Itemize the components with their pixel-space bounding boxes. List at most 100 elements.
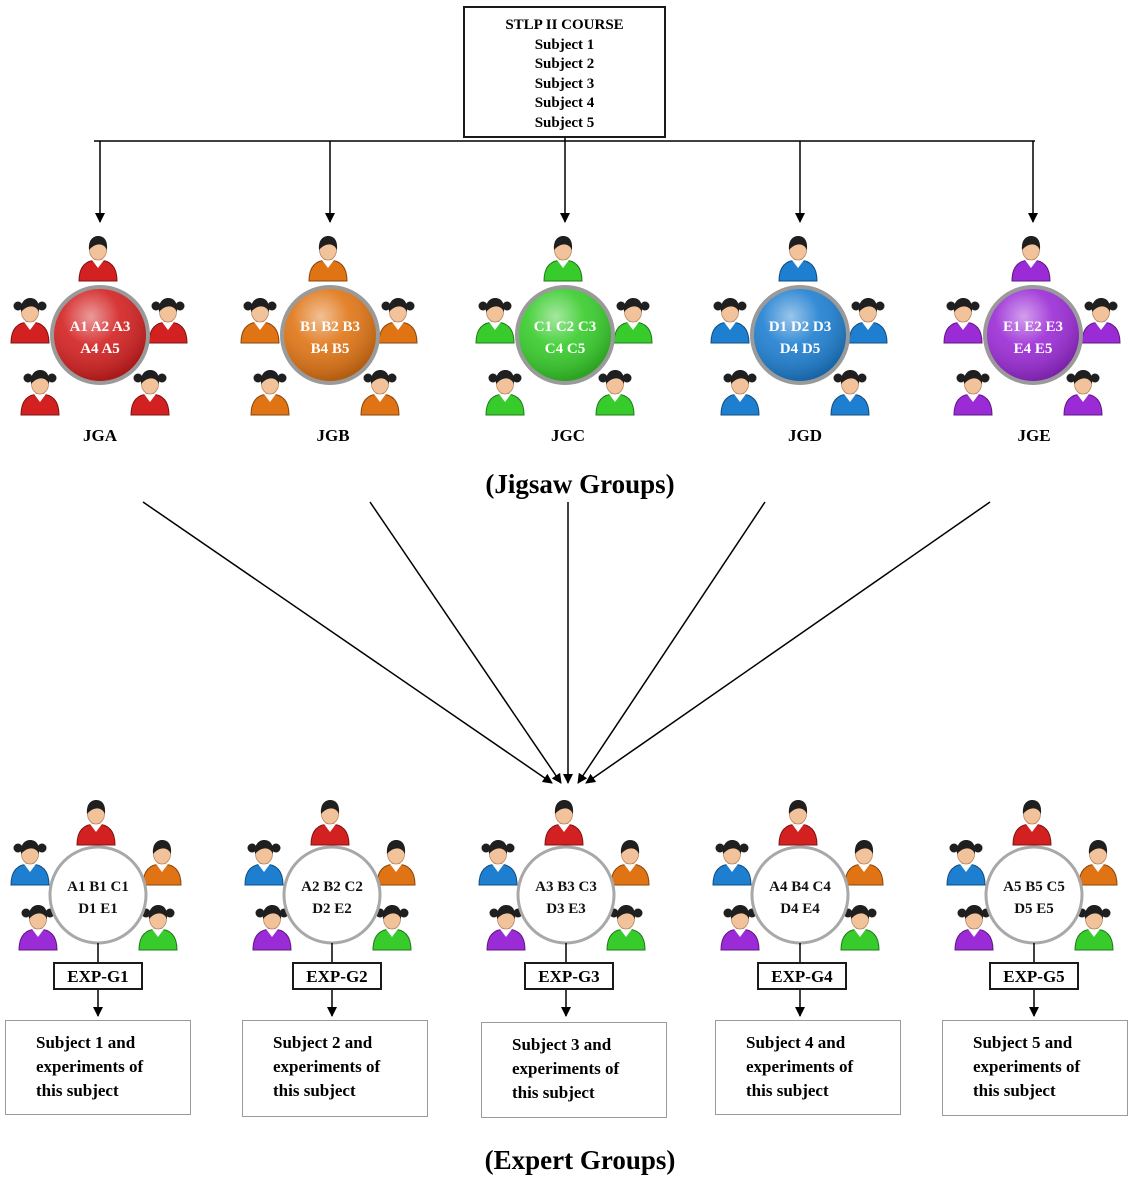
student-hair-tie <box>1108 301 1118 311</box>
member-line-2: D5 E5 <box>1014 901 1054 917</box>
student-collar <box>957 322 969 330</box>
student-icon <box>18 905 58 951</box>
student-hair <box>488 840 508 854</box>
member-line-2: C4 C5 <box>545 341 585 357</box>
student-hair-tie <box>21 908 31 918</box>
student-icon <box>1078 840 1118 886</box>
student-collar <box>264 394 276 402</box>
student-hair <box>963 370 983 384</box>
expert-outcome-box: Subject 1 and experiments of this subjec… <box>5 1020 191 1115</box>
student-collar <box>792 260 804 268</box>
student-hair-tie <box>949 843 959 853</box>
student-icon <box>148 298 188 344</box>
expert-outcome-box: Subject 3 and experiments of this subjec… <box>481 1022 667 1118</box>
expert-group-label: EXP-G4 <box>757 962 847 990</box>
student-hair-tie <box>481 843 491 853</box>
member-line-2: D2 E2 <box>312 901 352 917</box>
student-collar <box>322 260 334 268</box>
student-icon <box>844 840 884 886</box>
student-collar <box>844 394 856 402</box>
student-collar <box>390 864 402 872</box>
expert-groups-title: (Expert Groups) <box>484 1145 676 1175</box>
expert-group-label: EXP-G5 <box>989 962 1079 990</box>
outcome-line: Subject 3 and <box>512 1035 612 1054</box>
student-icon <box>475 298 515 344</box>
student-icon <box>486 905 526 951</box>
student-hair <box>953 298 973 312</box>
student-hair-tie <box>13 301 23 311</box>
student-icon <box>250 370 290 416</box>
outcome-line: this subject <box>512 1083 595 1102</box>
outcome-line: this subject <box>36 1081 119 1100</box>
student-collar <box>854 929 866 937</box>
student-hair-tie <box>255 908 265 918</box>
member-line-1: B1 B2 B3 <box>300 319 360 335</box>
student-hair-tie <box>1090 373 1100 383</box>
outcome-line: experiments of <box>273 1057 381 1076</box>
student-hair-tie <box>133 373 143 383</box>
student-hair-tie <box>633 908 643 918</box>
student-hair <box>388 298 408 312</box>
student-hair-tie <box>713 301 723 311</box>
student-icon <box>946 840 986 886</box>
student-hair <box>496 905 516 919</box>
student-hair <box>20 298 40 312</box>
student-hair-tie <box>253 373 263 383</box>
student-icon <box>840 905 880 951</box>
student-collar <box>1077 394 1089 402</box>
student-hair-tie <box>1066 373 1076 383</box>
member-line-1: A4 B4 C4 <box>769 879 831 895</box>
expert-outcome-box: Subject 4 and experiments of this subjec… <box>715 1020 901 1115</box>
student-collar <box>862 322 874 330</box>
student-hair <box>840 370 860 384</box>
student-hair <box>30 370 50 384</box>
student-icon <box>720 905 760 951</box>
student-hair <box>605 370 625 384</box>
student-icon <box>376 840 416 886</box>
student-icon <box>10 840 50 886</box>
student-collar <box>392 322 404 330</box>
outcome-line: this subject <box>746 1081 829 1100</box>
student-collar <box>792 824 804 832</box>
student-icon <box>595 370 635 416</box>
student-hair <box>554 800 574 814</box>
student-icon <box>20 370 60 416</box>
student-hair <box>730 905 750 919</box>
student-collar <box>558 824 570 832</box>
student-collar <box>557 260 569 268</box>
student-hair <box>788 236 808 250</box>
student-icon <box>244 840 284 886</box>
student-hair-tie <box>946 301 956 311</box>
jigsaw-circle-shine <box>754 289 846 381</box>
student-hair <box>964 905 984 919</box>
converging-arrow <box>577 501 766 784</box>
student-hair-tie <box>723 373 733 383</box>
student-hair-tie <box>247 843 257 853</box>
member-line-1: A3 B3 C3 <box>535 879 597 895</box>
student-hair-tie <box>851 301 861 311</box>
student-hair <box>722 840 742 854</box>
student-icon <box>240 298 280 344</box>
student-icon <box>848 298 888 344</box>
outcome-line: experiments of <box>746 1057 854 1076</box>
student-hair <box>854 840 874 854</box>
student-icon <box>954 905 994 951</box>
student-icon <box>130 370 170 416</box>
member-line-1: A1 A2 A3 <box>70 319 131 335</box>
student-hair <box>148 905 168 919</box>
outcome-line: Subject 1 and <box>36 1033 136 1052</box>
student-collar <box>90 824 102 832</box>
student-hair-tie <box>956 373 966 383</box>
converging-arrow <box>142 501 553 784</box>
student-icon <box>142 840 182 886</box>
student-hair <box>260 370 280 384</box>
expert-circle <box>984 845 1084 945</box>
outcome-line: this subject <box>973 1081 1056 1100</box>
student-hair-tie <box>505 843 515 853</box>
outcome-line: Subject 4 and <box>746 1033 846 1052</box>
member-line-1: A1 B1 C1 <box>67 879 129 895</box>
expert-circle <box>282 845 382 945</box>
